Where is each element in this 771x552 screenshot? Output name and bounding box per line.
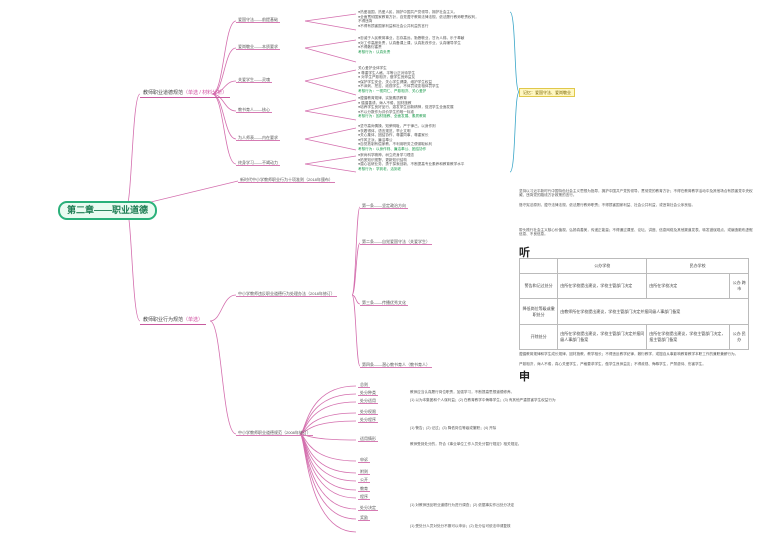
table-corner <box>518 257 559 275</box>
table-cell: 公办 跨市 <box>729 273 749 300</box>
note-line: ●保护学生安全，关心学生健康，维护学生权益 <box>358 79 433 84</box>
rule-note: 带头践行社会主义核心价值观，弘扬真善美，传递正能量；不得通过课堂、论坛、讲座、信… <box>519 228 753 237</box>
item-note: (1) 对教师违反职业道德行为进行调查；(2) 依据事实作出处分决定 <box>410 503 515 507</box>
item-node[interactable]: 处分适用 <box>358 398 378 404</box>
item-node[interactable]: 教育 <box>358 486 370 492</box>
rule-node[interactable]: 第三条——传播优秀文化 <box>360 300 408 306</box>
item-node[interactable]: 处分种类 <box>358 390 378 396</box>
summary-box: 记忆：爱国守法、爱岗敬业 <box>519 88 575 97</box>
note-line: ● 尊重学生人格，平等公正对待学生 <box>358 70 416 75</box>
table-head: 公办学校 <box>557 257 648 275</box>
note-line: ●热爱祖国，热爱人民，拥护中国共产党领导，拥护社会主义。 <box>358 10 458 14</box>
note-line: ●作风正派，廉洁奉公 <box>358 137 393 142</box>
item-node[interactable]: 处分程序 <box>358 417 378 423</box>
table-cell: 由所在学校提出建议，学校主管部门决定 <box>557 273 648 300</box>
rule-node[interactable]: 第四条——潜心教书育人（教书育人） <box>360 362 432 368</box>
table-head: 民办学校 <box>646 257 749 275</box>
note-line: ●遵循教育规律，实施素质教育 <box>358 96 407 100</box>
section-node[interactable]: 关爱学生——灵魂 <box>236 77 272 83</box>
note-line: ●自觉抵制有偿家教，不利用职务之便谋取私利 <box>358 142 433 147</box>
rule-note: 严慈相济，诲人不倦，真心关爱学生，严格要求学生，做学生良师益友；不得歧视、侮辱学… <box>519 362 706 366</box>
note-line: ●潜心钻研业务，勇于探索创新，不断提高专业素养和教育教学水平 <box>358 162 465 167</box>
discipline-table: 公办学校 民办学校 警告和记过处分 由所在学校提出建议，学校主管部门决定 由所在… <box>518 257 749 351</box>
item-node[interactable]: 适用情形 <box>358 436 378 442</box>
note-line: 考核行为：因材施教、全面发展、素质教育 <box>358 114 427 119</box>
item-node[interactable]: 处分决定 <box>358 505 378 511</box>
item-node[interactable]: 程序 <box>358 494 370 500</box>
branch-label: 教师职业道德规范 <box>143 90 184 96</box>
listen-glyph: 听 <box>519 246 530 259</box>
note-line: ●不得有损害国家利益和社会公共利益的言行 <box>358 23 429 28</box>
rule-node[interactable]: 第二条——自觉爱国守法（关爱学生） <box>360 239 432 245</box>
note-line: 关心爱护全体学生 <box>358 66 387 70</box>
note-line: ●不讽刺、挖苦、歧视学生，不体罚或变相体罚学生 <box>358 84 440 89</box>
rule-note: 恪守宪法原则，遵守法律法规，依法履行教师职责；不得损害国家利益、社会公共利益，或… <box>519 203 696 207</box>
note-line: ●拓宽知识视野，更新知识结构 <box>358 157 407 162</box>
section-node[interactable]: 终身学习——不竭动力 <box>236 160 280 166</box>
table-cell: 公办 民办 <box>729 323 749 351</box>
branch-code-of-conduct[interactable]: 教师职业行为规范（单选） <box>140 316 207 326</box>
branch-label: 教师职业行为规范 <box>143 317 184 323</box>
table-cell: 由所在学校决定 <box>646 273 731 300</box>
item-note: (1) 受处分人员对处分不服可以申诉；(2) 处分后可依法申请复核 <box>410 524 511 528</box>
root-node[interactable]: 第二章——职业道德 <box>58 201 158 221</box>
rule-note: 遵循教育规律和学生成长规律，因材施教，教学相长；不得违反教学纪律，敷衍教学，或擅… <box>519 352 739 356</box>
note-line: ●对工作高度负责，认真备课上课，认真批改作业，认真辅导学生 <box>358 40 461 45</box>
child-discipline-measures[interactable]: 中小学教师违反职业道德行为处理办法（2018年修订） <box>236 291 337 297</box>
branch-tag: （单选 / 材料分析） <box>183 90 228 96</box>
item-node[interactable]: 总则 <box>358 382 370 388</box>
note-line: ●忠诚于人民教育事业，志存高远，勤恳敬业，甘为人梯，乐于奉献 <box>358 36 465 40</box>
note-line: 考核行为：认真负责 <box>358 49 391 54</box>
note-line: ●培养学生良好品行，激发学生创新精神，促进学生全面发展 <box>358 105 454 110</box>
item-note: (1) 警告；(2) 记过；(3) 降低岗位等级或撤职；(4) 开除 <box>410 426 497 430</box>
section-node[interactable]: 为人师表——内在要求 <box>236 135 280 141</box>
item-node[interactable]: 附则 <box>358 469 370 475</box>
note-line: ●崇尚科学精神，树立终身学习理念 <box>358 153 415 157</box>
note-line: ● 循循善诱，诲人不倦，因材施教 <box>358 100 412 105</box>
note-line: ●不得敷衍塞责 <box>358 45 382 50</box>
item-node[interactable]: 奖励 <box>358 515 370 521</box>
section-node[interactable]: 教书育人——核心 <box>236 107 272 113</box>
section-node[interactable]: 爱国守法——前提基础 <box>236 17 280 23</box>
table-cell: 降低岗位等级或撤职处分 <box>518 298 559 325</box>
table-cell: 由所在学校提出建议，学校主管部门决定并报同级人事部门备案 <box>557 323 648 351</box>
branch-code-of-ethics[interactable]: 教师职业道德规范（单选 / 材料分析） <box>140 89 231 99</box>
branch-tag: （单选） <box>183 317 204 323</box>
item-note: 教师受到处分的，符合《事业单位工作人员处分暂行规定》相关规定。 <box>410 442 522 446</box>
note-line: 不得违背 <box>358 19 373 24</box>
child-ten-rules[interactable]: 新时代中小学教师职业行为十项准则（2018年颁布） <box>238 177 335 183</box>
item-node[interactable]: 申诉 <box>358 457 370 463</box>
item-note: (1) 以为本集团和个人谋利益；(2) 在教育教学中侮辱学生；(3) 有其他严重… <box>410 398 556 402</box>
note-line: ●坚守高尚情操，知荣明耻，严于律己，以身作则 <box>358 124 436 128</box>
section-node[interactable]: 爱岗敬业——本质要求 <box>236 44 280 50</box>
note-line: ●关心集体，团结协作，尊重同事，尊重家长 <box>358 133 429 138</box>
note-line: ●全面贯彻国家教育方针，自觉遵守教育法律法规，依法履行教师职责权利， <box>358 14 479 19</box>
note-line: 考核行为：一视同仁、严慈相济、关心爱护 <box>358 89 427 93</box>
note-line: ●衣着得体，语言规范，举止文明 <box>358 128 411 133</box>
rule-note: 坚持以习近平新时代中国特色社会主义思想为指导，拥护中国共产党的领导，贯彻党的教育… <box>519 189 753 198</box>
table-cell: 警告和记过处分 <box>518 273 559 300</box>
appeal-glyph: 申 <box>519 370 530 383</box>
item-node[interactable]: 公开 <box>358 477 370 483</box>
item-node[interactable]: 处分权限 <box>358 409 378 415</box>
note-line: 考核行为：以身作则、廉洁奉公、团结协作 <box>358 147 427 151</box>
table-cell: 由所在学校提出建议，学校主管部门决定，报主管部门备案 <box>646 323 731 351</box>
note-line: ● 对学生严慈相济，做学生良师益友 <box>358 75 416 80</box>
table-cell: 开除处分 <box>518 323 559 351</box>
rule-node[interactable]: 第一条——坚定政治方向 <box>360 203 408 209</box>
table-cell: 由教师所在学校提出建议，学校主管部门决定并报同级人事部门备案 <box>557 298 749 325</box>
note-line: 考核行为：学到老、活到老 <box>358 166 402 171</box>
child-2008-code[interactable]: 中小学教师职业道德规范（2008年修订） <box>236 430 313 436</box>
note-line: ●不以分数作为评价学生的唯一标准 <box>358 109 415 114</box>
item-note: 教师应当认真履行岗位职责，加强学习，不断提高思想道德修养。 <box>410 390 515 394</box>
